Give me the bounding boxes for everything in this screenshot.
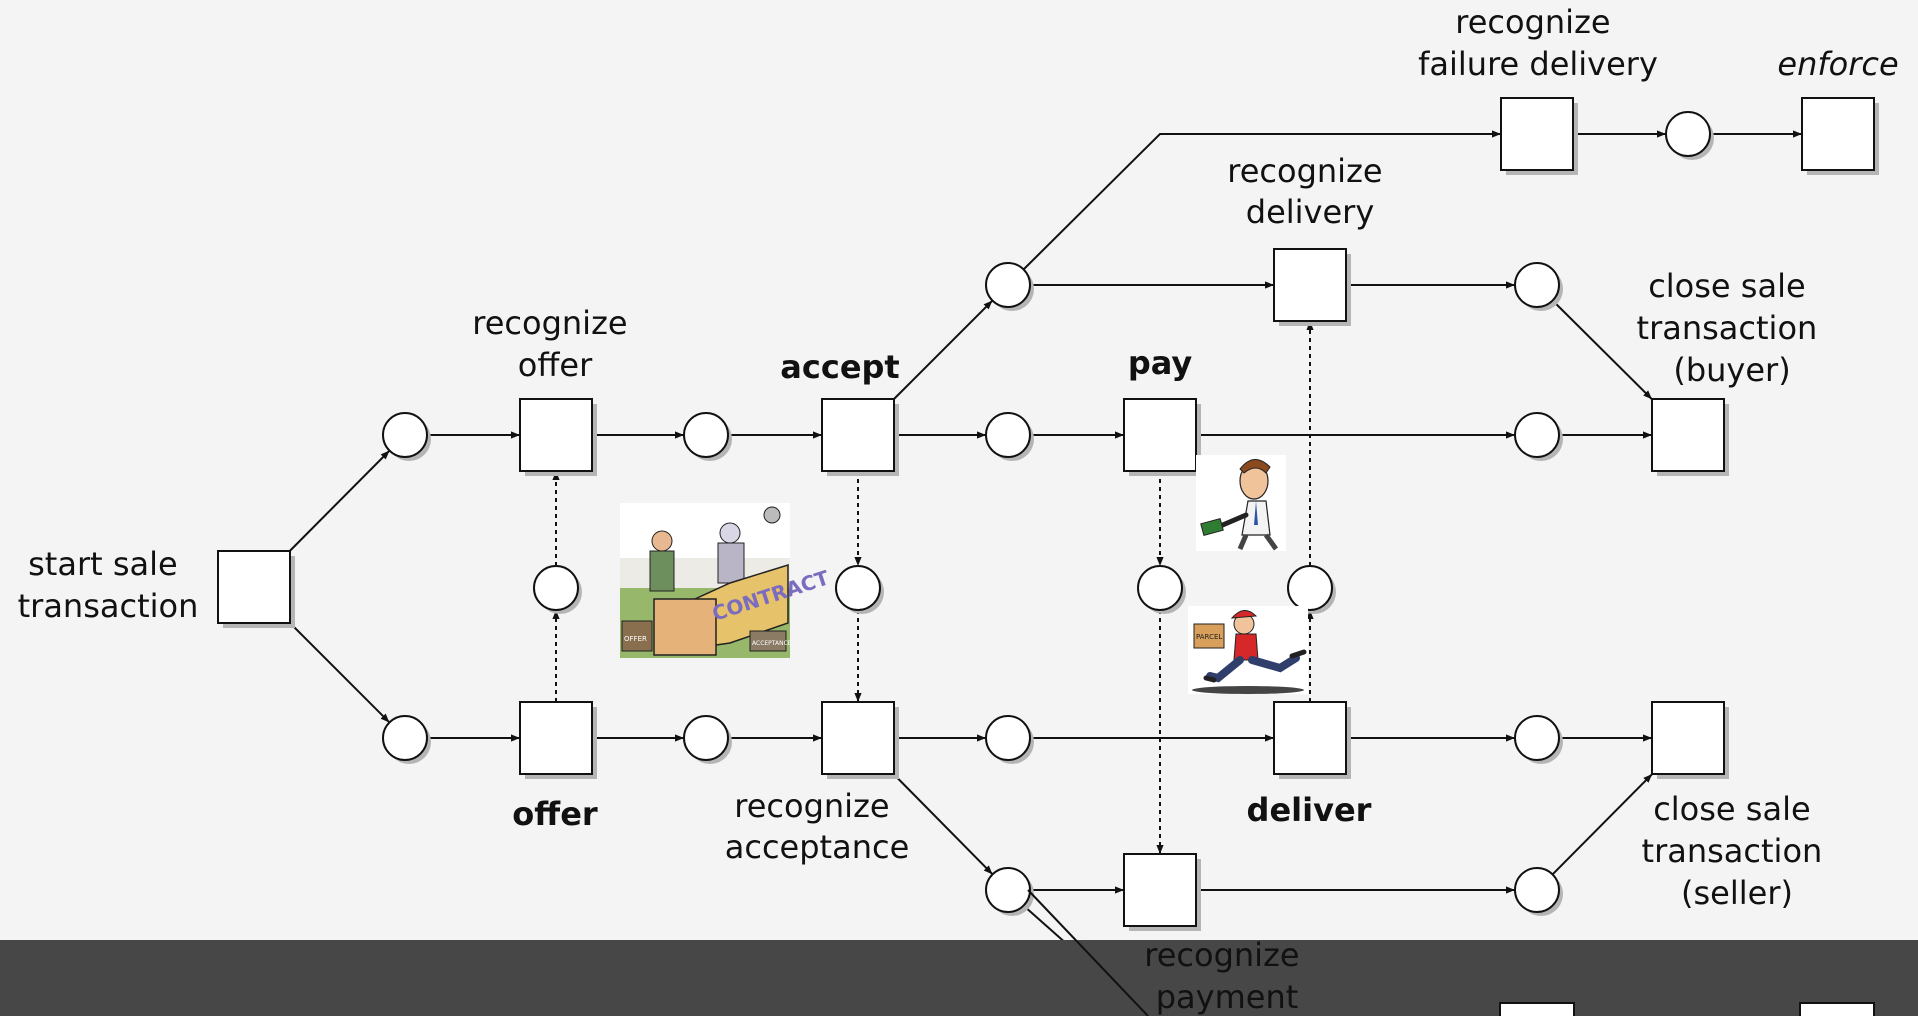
deliver-label: deliver [1247, 791, 1372, 829]
transition-recacc [821, 701, 895, 775]
transition-pay [1123, 398, 1197, 472]
place-y2 [985, 412, 1031, 458]
place-o2 [382, 715, 428, 761]
transition-offer [519, 701, 593, 775]
start-sale-transaction-label: start sale transaction [18, 545, 199, 625]
place-c2 [1514, 412, 1560, 458]
place-y1 [985, 262, 1031, 308]
recognize-acceptance-label: recognize acceptance [725, 787, 910, 866]
recognize-offer-label: recognize offer [472, 304, 637, 384]
arc-t_recacc-p_y4 [892, 773, 994, 876]
place-y3 [985, 715, 1031, 761]
place-o1 [382, 412, 428, 458]
arc-p_c4-t_closes [1551, 773, 1653, 876]
close-sale-seller-label: close sale transaction (seller) [1642, 790, 1833, 912]
contract-illustration: CONTRACT OFFER ACCEPTANCE [620, 503, 832, 658]
transition-accept [821, 398, 895, 472]
place-ro [533, 565, 579, 611]
place-rp [1137, 565, 1183, 611]
parcel-label-text: PARCEL [1196, 633, 1222, 641]
place-c1 [1514, 262, 1560, 308]
place-a2 [683, 715, 729, 761]
arc-t_start-p_o2 [289, 622, 391, 724]
place-ef [1665, 111, 1711, 157]
transition-failrec [1500, 97, 1574, 171]
arc-p_c1-t_closeb [1551, 299, 1653, 400]
arc-t_accept-p_y1 [893, 299, 994, 400]
place-rd [1287, 565, 1333, 611]
accept-label: accept [780, 348, 899, 386]
place-a1 [683, 412, 729, 458]
transition-recdel [1273, 248, 1347, 322]
recognize-failure-delivery-label: recognize failure delivery [1418, 3, 1658, 83]
place-ra [835, 565, 881, 611]
transition-recoffer [519, 398, 593, 472]
contract-acceptance-text: ACCEPTANCE [752, 640, 792, 647]
place-y4 [985, 867, 1031, 913]
transition-start [217, 550, 291, 624]
arcs [289, 130, 1802, 1016]
bottom-bar [0, 940, 1918, 1016]
close-sale-buyer-label: close sale transaction (buyer) [1637, 267, 1828, 389]
payer-illustration [1196, 455, 1286, 551]
place-c3 [1514, 715, 1560, 761]
transition-closeb [1651, 398, 1725, 472]
nodes [217, 97, 1879, 931]
pay-label: pay [1128, 344, 1193, 382]
transition-enforce [1801, 97, 1875, 171]
contract-offer-text: OFFER [624, 635, 647, 643]
courier-illustration: PARCEL [1188, 606, 1308, 694]
place-c4 [1514, 867, 1560, 913]
arc-t_start-p_o1 [289, 449, 391, 552]
labels: start sale transaction recognize offer o… [18, 3, 1899, 912]
enforce-label: enforce [1777, 45, 1898, 83]
transition-closes [1651, 701, 1725, 775]
transition-deliver [1273, 701, 1347, 775]
transition-recpay [1123, 853, 1197, 927]
arc-p_y1-t_failrec [1023, 130, 1501, 270]
offer-label: offer [512, 795, 598, 833]
recognize-delivery-label: recognize delivery [1227, 152, 1392, 231]
